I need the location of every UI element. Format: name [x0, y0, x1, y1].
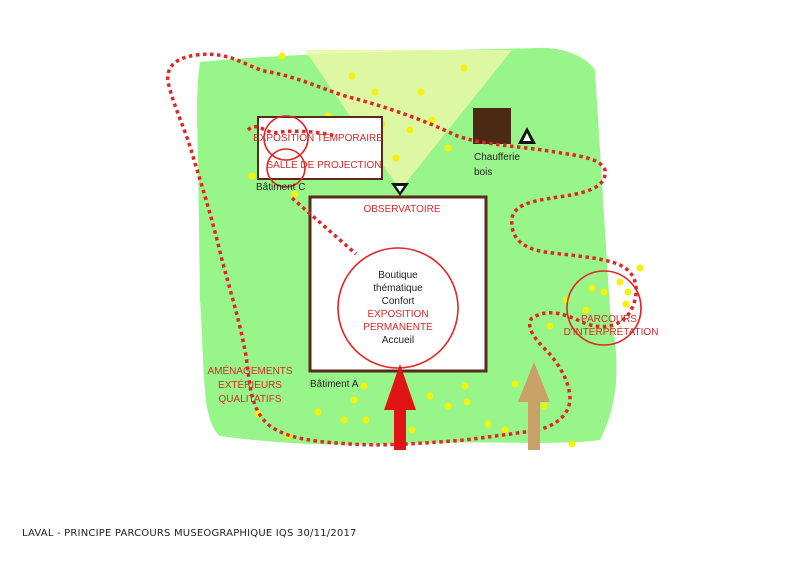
- observatory-view-cone: [305, 50, 512, 190]
- tree-dot: [371, 88, 379, 96]
- visitor-route: [166, 52, 638, 447]
- secondary-access-arrow: [518, 362, 550, 450]
- tree-dot: [408, 426, 416, 434]
- tree-dot: [460, 64, 468, 72]
- chaufferie-block: [473, 108, 511, 144]
- tree-dot: [484, 420, 492, 428]
- main-entrance-arrow-shaft: [394, 408, 406, 450]
- label-exposition: EXPOSITION: [367, 309, 428, 320]
- label-amenagements-3: QUALITATIFS: [219, 394, 282, 405]
- tree-dot: [511, 380, 519, 388]
- chaufferie-marker-icon: [518, 127, 536, 144]
- label-thematique: thématique: [373, 283, 423, 294]
- tree-dot: [588, 284, 596, 292]
- tree-dot: [636, 264, 644, 272]
- label-batiment-a: Bâtiment A: [310, 379, 359, 390]
- label-parcours-1: PARCOURS: [581, 314, 637, 325]
- zone-circles: [263, 115, 642, 369]
- secondary-arrow-head: [518, 362, 550, 402]
- tree-dot: [348, 72, 356, 80]
- tree-dot: [248, 172, 256, 180]
- parcours-interpretation-circle: [566, 270, 642, 346]
- tree-dot: [444, 144, 452, 152]
- tree-dot: [362, 416, 370, 424]
- label-parcours-2: D'INTERPRÉTATION: [564, 325, 659, 338]
- label-chaufferie-1: Chaufferie: [474, 152, 520, 163]
- label-amenagements-2: EXTÉRIEURS: [218, 378, 282, 391]
- label-expo-temporaire: EXPOSITION TEMPORAIRE: [253, 133, 383, 144]
- label-chaufferie-2: bois: [474, 167, 492, 178]
- tree-dot: [540, 402, 548, 410]
- figure-caption: LAVAL - PRINCIPE PARCOURS MUSEOGRAPHIQUE…: [22, 528, 357, 539]
- salle-projection-circle: [266, 148, 306, 188]
- tree-dot: [546, 322, 554, 330]
- tree-dot: [461, 382, 469, 390]
- label-observatoire: OBSERVATOIRE: [363, 204, 440, 215]
- label-boutique: Boutique: [378, 270, 418, 281]
- tree-dot: [392, 154, 400, 162]
- tree-dot: [360, 382, 368, 390]
- tree-dot: [624, 288, 632, 296]
- tree-dot: [616, 278, 624, 286]
- tree-dot: [417, 88, 425, 96]
- tree-dot: [406, 126, 414, 134]
- tree-dot: [278, 52, 286, 60]
- batiment-a: [308, 195, 488, 373]
- tree-dot: [350, 396, 358, 404]
- batiment-c: [257, 116, 383, 180]
- tree-dot: [600, 288, 608, 296]
- tree-dot: [428, 116, 436, 124]
- expo-permanente-circle: [337, 247, 459, 369]
- label-salle-projection: SALLE DE PROJECTION: [266, 160, 381, 171]
- route-to-accueil: [290, 196, 358, 256]
- tree-dot: [501, 426, 509, 434]
- tree-dot: [568, 440, 576, 448]
- main-entrance-arrow: [384, 364, 416, 450]
- label-accueil: Accueil: [382, 335, 414, 346]
- label-batiment-c: Bâtiment C: [256, 182, 305, 193]
- tree-dot: [622, 300, 630, 308]
- expo-temporaire-circle: [263, 115, 309, 161]
- tree-dot: [582, 306, 590, 314]
- tree-dot: [291, 190, 299, 198]
- secondary-arrow-shaft: [528, 398, 540, 450]
- label-amenagements-1: AMÉNAGEMENTS: [207, 364, 292, 377]
- tree-dot: [426, 392, 434, 400]
- label-confort: Confort: [382, 296, 415, 307]
- label-permanente: PERMANENTE: [363, 322, 433, 333]
- tree-dot: [340, 416, 348, 424]
- main-entrance-arrow-head: [384, 364, 416, 410]
- route-outer-loop: [166, 52, 638, 447]
- tree-dot: [444, 402, 452, 410]
- tree-dot: [463, 398, 471, 406]
- route-to-batiment-c: [246, 124, 337, 138]
- tree-dot: [314, 408, 322, 416]
- observatory-marker-icon: [391, 183, 409, 196]
